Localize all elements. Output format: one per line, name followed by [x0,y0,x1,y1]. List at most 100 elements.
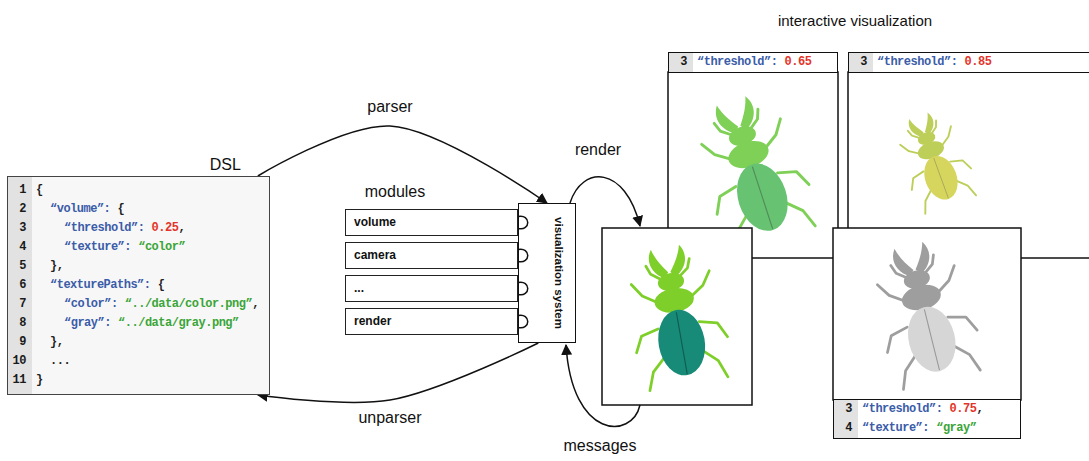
code-line: 4 “texture”: “gray” [834,419,1012,438]
code-line: 1{ [8,181,259,200]
code-token: “threshold”: [64,221,144,235]
code-token: 0.85 [965,55,992,69]
code-token: ... [50,354,70,368]
module-box: ... [345,275,518,302]
line-number: 3 [834,400,858,419]
code-token: , [178,221,185,235]
edge-label: unparser [356,409,423,427]
code-bar: 3 “threshold”: 0.65 [668,52,838,73]
code-body: }, [32,333,63,352]
code-token: 0.25 [152,221,179,235]
code-body: ... [32,352,70,371]
code-line: 3 “threshold”: 0.25, [8,219,259,238]
code-line: 10... [8,352,259,371]
beetle-picture [889,105,981,215]
render-arrow [570,177,640,226]
code-token: }, [50,335,63,349]
module-name: ... [354,281,364,295]
line-number: 5 [8,257,32,276]
flow-arrow [258,126,547,203]
code-token: , [976,402,983,416]
beetle-picture [864,234,987,391]
code-line: 8 “gray”: “../data/gray.png” [8,314,259,333]
code-token: { [158,278,165,292]
code-token: “threshold”: [877,55,957,69]
code-token: 0.65 [785,55,812,69]
line-number: 3 [849,53,873,72]
code-body: “threshold”: 0.85 [873,53,991,72]
box-heading: DSL [210,156,241,174]
line-number: 11 [8,371,32,390]
code-body: “texture”: “gray” [858,419,976,438]
code-line: 3 “threshold”: 0.75, [834,400,1012,419]
puzzle-tab [518,216,528,229]
code-token: 0.75 [950,402,977,416]
code-body: “threshold”: 0.75, [858,400,983,419]
code-token: “gray”: [64,316,111,330]
line-number: 7 [8,295,32,314]
module-box: render [345,308,518,335]
code-line: 3 “threshold”: 0.85 [849,53,1082,72]
flow-label: render [573,141,623,159]
edge-label: parser [365,98,414,116]
line-number: 2 [8,200,32,219]
line-number: 4 [8,238,32,257]
module-name: render [354,314,391,328]
code-bar: 3 “threshold”: 0.85 [848,52,1089,73]
code-line: 2 “volume”: { [8,200,259,219]
line-number: 3 [8,219,32,238]
code-body: } [32,371,43,390]
code-line: 9}, [8,333,259,352]
flow-label: messages [562,437,639,455]
code-bar: 3 “threshold”: 0.75, 4 “texture”: “gray” [833,399,1021,439]
line-number: 4 [834,419,858,438]
code-body: “texture”: “color” [32,238,185,257]
code-body: “threshold”: 0.25, [32,219,185,238]
flow-label: modules [363,183,427,201]
code-token: “../data/color.png” [125,297,252,311]
code-body: “gray”: “../data/gray.png” [32,314,239,333]
code-body: }, [32,257,63,276]
code-token: , [252,297,259,311]
code-token: { [36,183,43,197]
system-box: visualization system [518,203,576,343]
image-frame [602,228,752,405]
code-token: “texturePaths”: [50,278,151,292]
code-token: “color”: [64,297,118,311]
code-line: 4 “texture”: “color” [8,238,259,257]
code-token: “threshold”: [697,55,777,69]
puzzle-tab [518,282,528,295]
code-token: “gray” [936,421,976,435]
section-title: interactive visualization [776,12,934,29]
puzzle-tab [518,249,528,262]
messages-arrow [566,345,640,426]
code-token: “volume”: [50,202,110,216]
module-box: camera [345,242,518,269]
line-number: 9 [8,333,32,352]
code-token: }, [50,259,63,273]
code-token: “../data/gray.png” [118,316,239,330]
line-number: 6 [8,276,32,295]
code-line: 7 “color”: “../data/color.png”, [8,295,259,314]
flow-arrow [258,343,538,402]
code-token: “texture”: [862,421,929,435]
system-name: visualization system [553,217,565,329]
code-token: } [36,373,43,387]
code-body: “threshold”: 0.65 [693,53,811,72]
line-number: 8 [8,314,32,333]
dsl-code-box: DSL1{2“volume”:{3“threshold”:0.25,4“text… [7,176,270,395]
code-line: 3 “threshold”: 0.65 [669,53,829,72]
line-number: 1 [8,181,32,200]
module-box: volume [345,209,518,236]
module-name: volume [354,215,396,229]
code-token: { [118,202,125,216]
puzzle-tab [518,315,528,328]
code-token: “threshold”: [862,402,942,416]
code-token: “color” [138,240,185,254]
code-token: “texture”: [64,240,131,254]
beetle-picture [619,239,734,392]
image-frame [833,228,1021,400]
code-body: “volume”: { [32,200,124,219]
line-number: 3 [669,53,693,72]
code-body: “texturePaths”: { [32,276,164,295]
